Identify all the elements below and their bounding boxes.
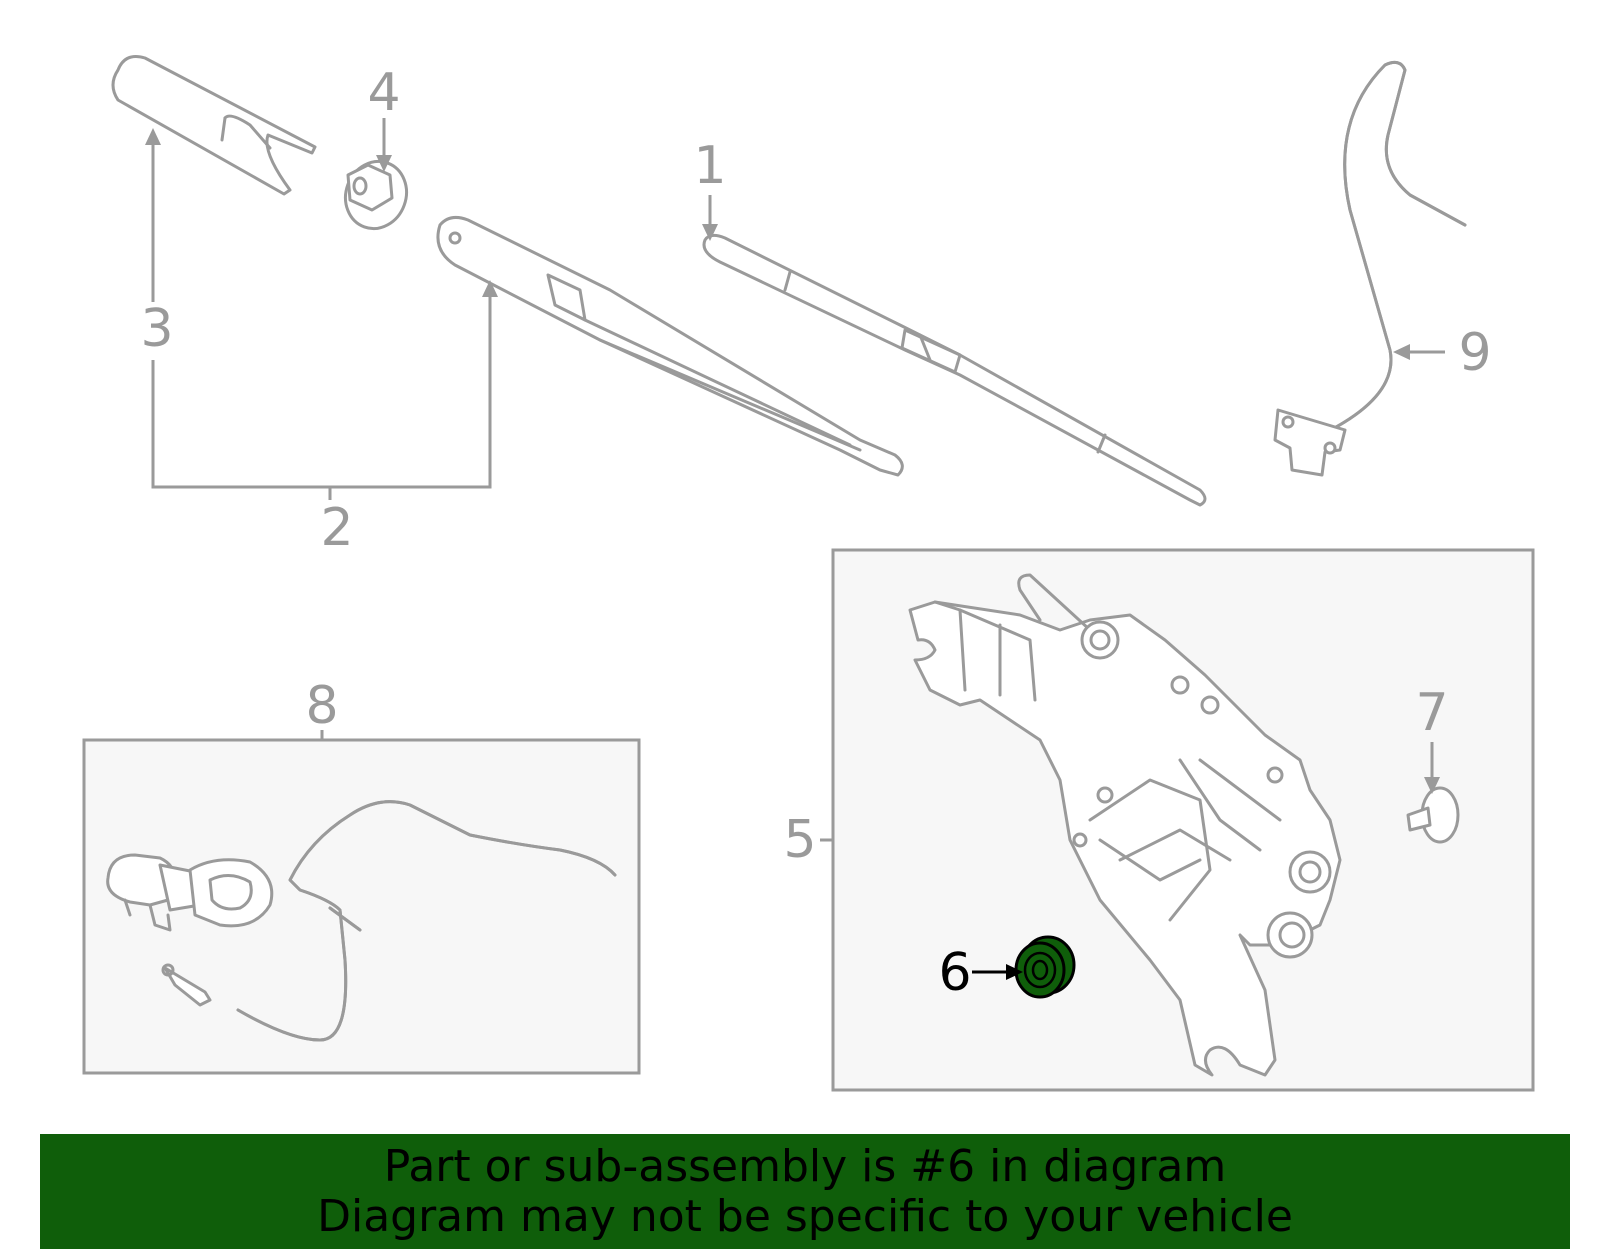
leader-lines: [145, 118, 1445, 980]
arrow-1-icon: [702, 224, 718, 241]
callout-2: 2: [320, 498, 353, 558]
callout-4: 4: [367, 63, 400, 123]
part-6-grommet-highlighted: [1014, 935, 1076, 999]
callout-7: 7: [1415, 683, 1448, 743]
part-3-arm-cover: [111, 55, 317, 196]
callout-6: 6: [938, 943, 971, 1003]
part-8-washer-nozzle-hose: [106, 800, 617, 1042]
arrow-2-icon: [482, 280, 498, 297]
parts-diagram: 1 2 3 4 5 6 7 8 9: [82, 55, 1535, 1092]
part-4-nut: [344, 159, 408, 231]
banner-line-2: Diagram may not be specific to your vehi…: [317, 1191, 1293, 1242]
callout-9: 9: [1458, 323, 1491, 383]
info-banner: Part or sub-assembly is #6 in diagram Di…: [40, 1134, 1570, 1249]
part-1-wiper-blade: [702, 233, 1207, 507]
banner-line-1: Part or sub-assembly is #6 in diagram: [383, 1141, 1227, 1192]
arrow-6-icon: [1006, 964, 1023, 980]
callout-8: 8: [305, 676, 338, 736]
callout-1: 1: [693, 136, 726, 196]
part-5-wiper-motor: [908, 573, 1342, 1077]
part-9-washer-hose: [1273, 60, 1467, 477]
leader-2-bracket: [151, 290, 492, 489]
arrow-4-icon: [376, 155, 392, 172]
arrow-3-icon: [145, 128, 161, 145]
callout-5: 5: [783, 810, 816, 870]
arrow-7-icon: [1424, 777, 1440, 794]
callout-3: 3: [140, 299, 173, 359]
part-2-wiper-arm: [436, 215, 904, 477]
part-7-bolt: [1406, 786, 1460, 844]
assembly-8-box: [82, 738, 641, 1075]
arrow-9-icon: [1393, 344, 1410, 360]
